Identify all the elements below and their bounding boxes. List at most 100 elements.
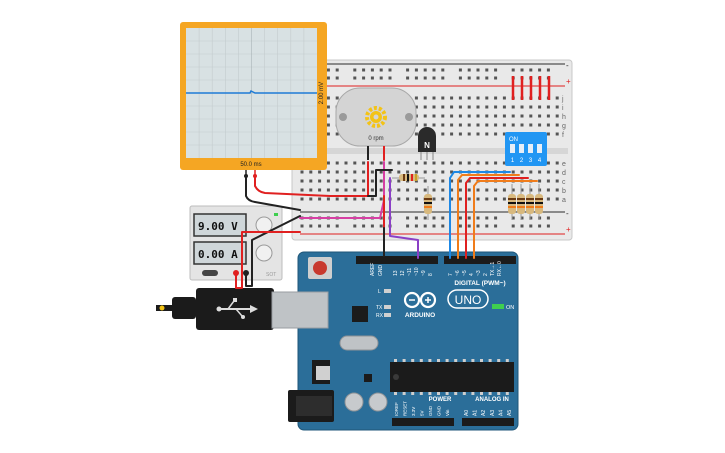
row-letter-a: a [562,197,566,204]
uno-model: UNO [455,293,482,307]
wire-scope-signal[interactable] [254,161,369,197]
analog-pin-label: A0 [464,410,470,416]
capacitor-left [344,392,364,412]
gear-icon [365,106,387,128]
digital-pwm-label: DIGITAL (PWM~) [454,280,505,287]
row-letter-b: b [562,188,566,195]
row-letter-c: c [562,179,566,186]
power-pin-label: 5V [420,410,425,416]
voltage-display: 9.00 V [198,220,238,233]
analog-pin-label: A4 [498,410,504,416]
wires[interactable] [235,149,538,289]
arduino-infinity-logo [403,291,437,309]
transistor-label: N [424,141,430,150]
led-l-label: L [378,289,381,295]
row-letter-h: h [562,114,566,121]
wire-orange-2[interactable] [473,180,538,259]
analog-pin-label: A1 [473,410,479,416]
wire-magenta[interactable] [299,161,385,219]
digital-pin-label: ~6 [455,270,461,276]
digital-pin-label: ~9 [421,270,427,276]
wire-scope-ground[interactable] [245,175,301,211]
power-pin-label: Vin [445,409,450,416]
analog-pin-label: A5 [507,410,513,416]
dip-number-1: 1 [511,158,515,164]
oscilloscope-trace [186,89,317,94]
pin-label-aref: AREF [370,263,376,276]
resistor-array[interactable] [508,184,543,220]
analog-in-label: ANALOG IN [475,397,509,403]
dc-power-supply[interactable]: 9.00 V 0.00 A SOT [189,205,283,281]
row-letter-g: g [562,123,566,130]
row-letter-e: e [562,161,566,168]
on-label: ON [506,305,514,311]
current-display: 0.00 A [198,248,238,261]
small-chip [364,374,372,382]
supply-brand: SOT [266,272,276,278]
x-scale-label: 50.0 ms [240,162,261,168]
rail-jumpers[interactable] [511,76,551,100]
dip-on-label: ON [509,137,518,143]
pin-label-gnd: GND [378,265,384,277]
resistor-horizontal[interactable] [392,174,425,181]
digital-pin-label: TX→1 [490,262,496,276]
power-pin-label: IOREF [394,402,399,416]
wire-supply-positive[interactable] [235,231,301,289]
dip-toggle-3[interactable] [528,144,533,153]
usb-chip [352,306,368,322]
rail-minus-bottom: - [566,209,569,218]
power-label: POWER [429,397,452,403]
row-letter-i: i [562,105,564,112]
power-pin-label: GND [437,405,442,416]
usb-icon [216,298,258,319]
motor-speed: 0 rpm [368,136,383,142]
wire-motor-ground[interactable] [367,169,393,197]
reset-button[interactable] [308,257,332,279]
arduino-brand: ARDUINO [405,312,435,319]
dip-number-4: 4 [538,158,542,164]
current-knob[interactable] [255,244,273,262]
resistor-vertical-left[interactable] [424,186,432,220]
dip-switch[interactable]: ON 1 2 3 4 [505,132,547,166]
analog-pin-label: A3 [490,410,496,416]
oscilloscope[interactable]: 50.0 ms 2.00 mV [180,22,327,178]
npn-transistor[interactable]: N [418,127,436,160]
dip-toggle-2[interactable] [519,144,524,153]
usb-cable[interactable] [156,288,329,330]
digital-pin-label: ~3 [476,270,482,276]
crystal-oscillator [339,335,379,351]
row-letter-f: f [562,132,564,139]
wire-purple[interactable] [389,177,419,259]
capacitor-right [368,392,388,412]
digital-pin-label: RX←0 [497,261,503,276]
row-letter-d: d [562,170,566,177]
led-l [384,289,391,293]
dc-barrel-jack[interactable] [288,390,334,422]
digital-pin-label: ~10 [414,267,420,276]
wire-blue[interactable] [449,171,511,259]
power-switch[interactable] [202,270,218,276]
dip-toggle-1[interactable] [510,144,515,153]
rail-minus-top: - [566,61,569,70]
analog-pin-label: A2 [481,410,487,416]
dip-toggle-4[interactable] [537,144,542,153]
row-letter-j: j [561,96,564,103]
wire-orange-1[interactable] [457,174,520,259]
wire-red-input[interactable] [465,177,529,259]
dip-number-2: 2 [520,158,524,164]
digital-pin-label: 2 [483,273,489,276]
power-pin-label: GND [428,405,433,416]
dip-number-3: 3 [529,158,533,164]
led-tx-label: TX [376,305,383,311]
on-led [492,304,504,309]
digital-pin-label: 13 [393,270,399,276]
digital-pin-label: 8 [428,273,434,276]
power-pin-label: 3.3V [411,407,416,416]
dc-motor[interactable]: 0 rpm [335,87,417,160]
led-tx [384,305,391,309]
